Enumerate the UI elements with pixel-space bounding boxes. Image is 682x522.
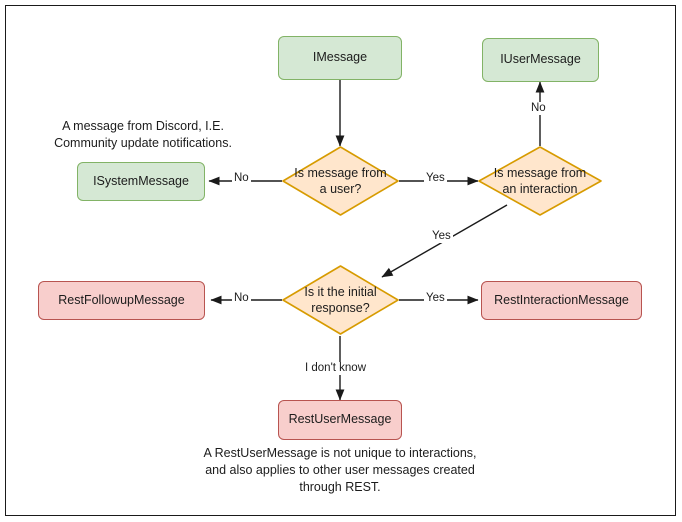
node-restusermessage[interactable]: RestUserMessage — [278, 400, 402, 440]
decision-is-message-from-user-label: Is message from a user? — [281, 145, 400, 217]
node-restinteractionmessage[interactable]: RestInteractionMessage — [481, 281, 642, 320]
node-restfollowupmessage[interactable]: RestFollowupMessage — [38, 281, 205, 320]
note-system-message: A message from Discord, I.E. Community u… — [52, 118, 234, 152]
node-isystemmessage-label: ISystemMessage — [93, 173, 189, 188]
decision-is-message-from-interaction[interactable]: Is message from an interaction — [477, 145, 603, 217]
edge-label-fromuser-yes: Yes — [424, 172, 447, 185]
edge-label-frominteraction-yes: Yes — [430, 230, 453, 243]
node-imessage-label: IMessage — [312, 50, 368, 65]
decision-line-1: Is message from — [493, 165, 587, 180]
decision-line-2: response? — [311, 301, 370, 315]
edge-label-fromuser-no: No — [232, 172, 251, 185]
note-rest-user-message-line-2: and also applies to other user messages … — [205, 462, 475, 477]
decision-line-1: Is message from — [294, 165, 387, 180]
note-rest-user-message: A RestUserMessage is not unique to inter… — [190, 445, 490, 496]
node-iusermessage[interactable]: IUserMessage — [482, 38, 599, 82]
edge-label-frominteraction-no: No — [529, 102, 548, 115]
edge-label-initialresponse-no: No — [232, 292, 251, 305]
node-isystemmessage[interactable]: ISystemMessage — [77, 162, 205, 201]
decision-line-2: a user? — [319, 182, 362, 196]
node-imessage[interactable]: IMessage — [278, 36, 402, 80]
decision-is-it-initial-response-label: Is it the initial response? — [281, 264, 400, 336]
diamond-shape — [282, 146, 399, 216]
edge-label-initialresponse-yes: Yes — [424, 292, 447, 305]
note-rest-user-message-line-3: through REST. — [299, 479, 381, 494]
node-restfollowupmessage-label: RestFollowupMessage — [58, 292, 185, 307]
decision-is-message-from-user[interactable]: Is message from a user? — [281, 145, 400, 217]
node-restusermessage-label: RestUserMessage — [288, 412, 392, 427]
diamond-shape — [478, 146, 602, 216]
node-restinteractionmessage-label: RestInteractionMessage — [494, 292, 629, 307]
decision-is-message-from-interaction-label: Is message from an interaction — [477, 145, 603, 217]
decision-is-it-initial-response[interactable]: Is it the initial response? — [281, 264, 400, 336]
decision-line-2: an interaction — [502, 182, 578, 196]
edge-label-dont-know: I don't know — [303, 362, 369, 375]
node-iusermessage-label: IUserMessage — [500, 52, 581, 67]
note-rest-user-message-line-1: A RestUserMessage is not unique to inter… — [203, 446, 477, 460]
decision-line-1: Is it the initial — [304, 284, 377, 299]
note-system-message-line-1: A message from Discord, I.E. — [62, 119, 224, 133]
note-system-message-line-2: Community update notifications. — [54, 135, 232, 150]
diamond-shape — [282, 265, 399, 335]
